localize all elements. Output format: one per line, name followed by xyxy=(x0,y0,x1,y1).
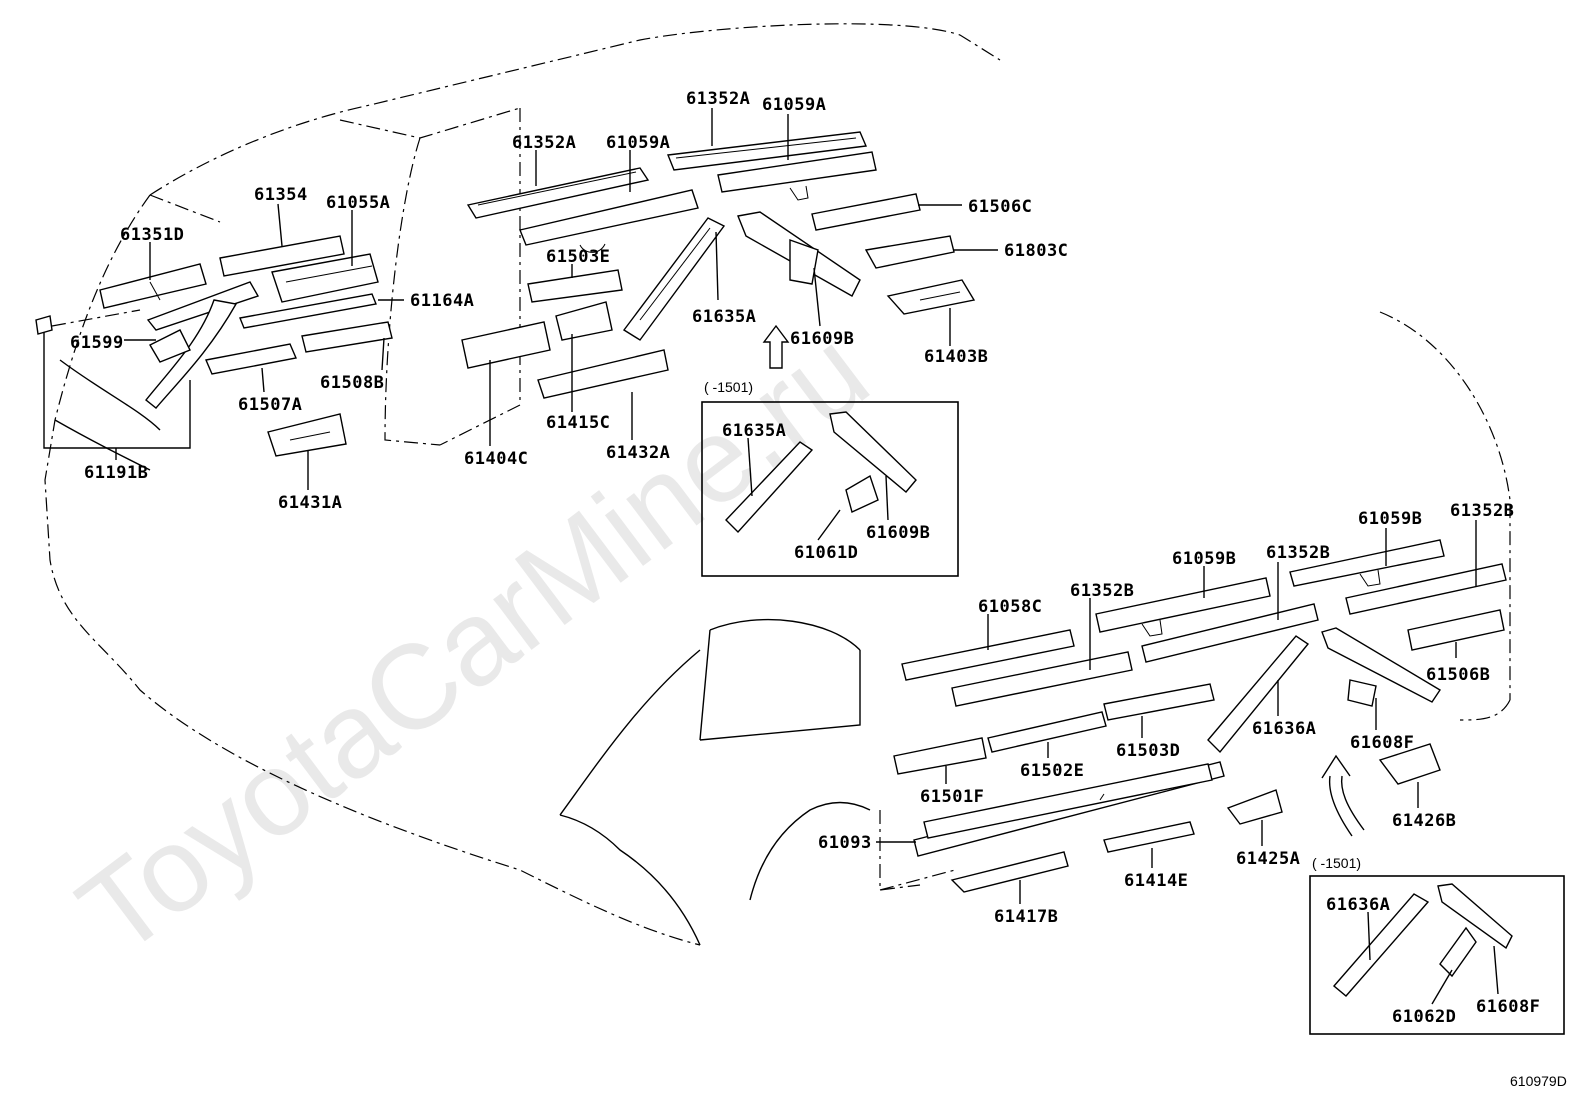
label-61061D: 61061D xyxy=(794,543,858,563)
inset-box-1501-rear xyxy=(1309,875,1565,1035)
curved-arrow-icon xyxy=(1321,754,1365,837)
part-61352A-left xyxy=(466,167,650,219)
label-61059B-mid: 61059B xyxy=(1172,549,1236,569)
label-61803C: 61803C xyxy=(1004,241,1068,261)
leader-lines xyxy=(115,108,1499,1005)
label-61191B: 61191B xyxy=(84,463,148,483)
label-61506C: 61506C xyxy=(968,197,1032,217)
part-61352B-right xyxy=(1141,603,1319,663)
inset-parts-rear xyxy=(1333,883,1513,997)
part-61431A xyxy=(267,413,347,457)
part-61354 xyxy=(219,235,345,277)
label-61164A: 61164A xyxy=(410,291,474,311)
front-vehicle-outline xyxy=(44,23,1001,946)
label-61507A: 61507A xyxy=(238,395,302,415)
diagram-code: 610979D xyxy=(1510,1073,1567,1089)
label-61055A: 61055A xyxy=(326,193,390,213)
part-61417B xyxy=(950,851,1069,893)
part-61608F xyxy=(1321,627,1441,707)
part-61636A xyxy=(1207,635,1310,754)
label-61503D: 61503D xyxy=(1116,741,1180,761)
inset-label-front: ( -1501) xyxy=(704,379,753,395)
label-61502E: 61502E xyxy=(1020,761,1084,781)
part-61059A-left xyxy=(519,189,699,253)
label-61417B: 61417B xyxy=(994,907,1058,927)
label-61609B-inset: 61609B xyxy=(866,523,930,543)
label-61058C: 61058C xyxy=(978,597,1042,617)
arrow-up-icon xyxy=(762,324,790,369)
part-61351D xyxy=(99,263,207,309)
label-61635A-top: 61635A xyxy=(692,307,756,327)
label-61059A-left: 61059A xyxy=(606,133,670,153)
part-61352A-right xyxy=(667,131,868,171)
label-61059A-right: 61059A xyxy=(762,95,826,115)
part-61506B xyxy=(1407,609,1505,651)
part-61403B xyxy=(886,279,976,315)
label-61352B-mid: 61352B xyxy=(1070,581,1134,601)
label-61503E: 61503E xyxy=(546,247,610,267)
part-61093-sill xyxy=(913,761,1225,857)
label-61403B: 61403B xyxy=(924,347,988,367)
label-61636A: 61636A xyxy=(1252,719,1316,739)
label-61508B: 61508B xyxy=(320,373,384,393)
part-61059B-right xyxy=(1289,539,1445,587)
part-61803C xyxy=(864,235,955,269)
label-61352B-right: 61352B xyxy=(1266,543,1330,563)
part-61432A xyxy=(537,349,669,399)
inset-parts-front xyxy=(725,411,917,534)
label-61059B-right: 61059B xyxy=(1358,509,1422,529)
part-61059A-right xyxy=(717,151,877,201)
bracket-61191B-outline xyxy=(35,309,191,449)
label-61351D: 61351D xyxy=(120,225,184,245)
label-61415C: 61415C xyxy=(546,413,610,433)
part-61414E xyxy=(1103,821,1195,853)
part-61164A xyxy=(239,293,377,329)
part-61352B-far xyxy=(1345,563,1507,615)
part-61415C xyxy=(555,301,613,341)
label-61636A-inset: 61636A xyxy=(1326,895,1390,915)
inset-box-1501-front xyxy=(701,401,959,577)
label-61599: 61599 xyxy=(70,333,124,353)
label-61635A-inset: 61635A xyxy=(722,421,786,441)
label-61093: 61093 xyxy=(818,833,872,853)
part-61507A xyxy=(205,343,297,375)
label-61425A: 61425A xyxy=(1236,849,1300,869)
label-61414E: 61414E xyxy=(1124,871,1188,891)
label-61352A-right: 61352A xyxy=(686,89,750,109)
part-61635A-top xyxy=(622,217,726,341)
label-61426B: 61426B xyxy=(1392,811,1456,831)
label-61609B-top: 61609B xyxy=(790,329,854,349)
label-61432A: 61432A xyxy=(606,443,670,463)
rear-vehicle-outline xyxy=(749,311,1511,901)
part-61599-pillar xyxy=(145,281,260,409)
part-61352B-mid xyxy=(951,651,1133,707)
part-61058C xyxy=(901,629,1075,681)
part-61506C xyxy=(811,193,921,231)
part-61609B-top xyxy=(737,211,861,297)
part-61503D xyxy=(1103,683,1215,721)
watermark: ToyotaCarMine.ru xyxy=(55,304,892,981)
part-61059B-mid xyxy=(1095,577,1271,637)
label-61608F-inset: 61608F xyxy=(1476,997,1540,1017)
label-61062D: 61062D xyxy=(1392,1007,1456,1027)
part-61508B xyxy=(301,321,393,353)
label-61608F: 61608F xyxy=(1350,733,1414,753)
part-61501F xyxy=(893,737,987,775)
label-61506B: 61506B xyxy=(1426,665,1490,685)
label-61404C: 61404C xyxy=(464,449,528,469)
label-61352A-left: 61352A xyxy=(512,133,576,153)
part-61426B xyxy=(1378,743,1441,785)
label-61354: 61354 xyxy=(254,185,308,205)
part-61404C xyxy=(461,321,551,369)
label-61431A: 61431A xyxy=(278,493,342,513)
part-labels: 61352A 61059A 61352A 61059A 61354 61055A… xyxy=(70,89,1540,1027)
part-61502E xyxy=(987,711,1107,753)
label-61352B-far: 61352B xyxy=(1450,501,1514,521)
part-61503E xyxy=(527,269,623,303)
label-61501F: 61501F xyxy=(920,787,984,807)
inset-label-rear: ( -1501) xyxy=(1312,855,1361,871)
part-61425A xyxy=(1226,789,1283,825)
